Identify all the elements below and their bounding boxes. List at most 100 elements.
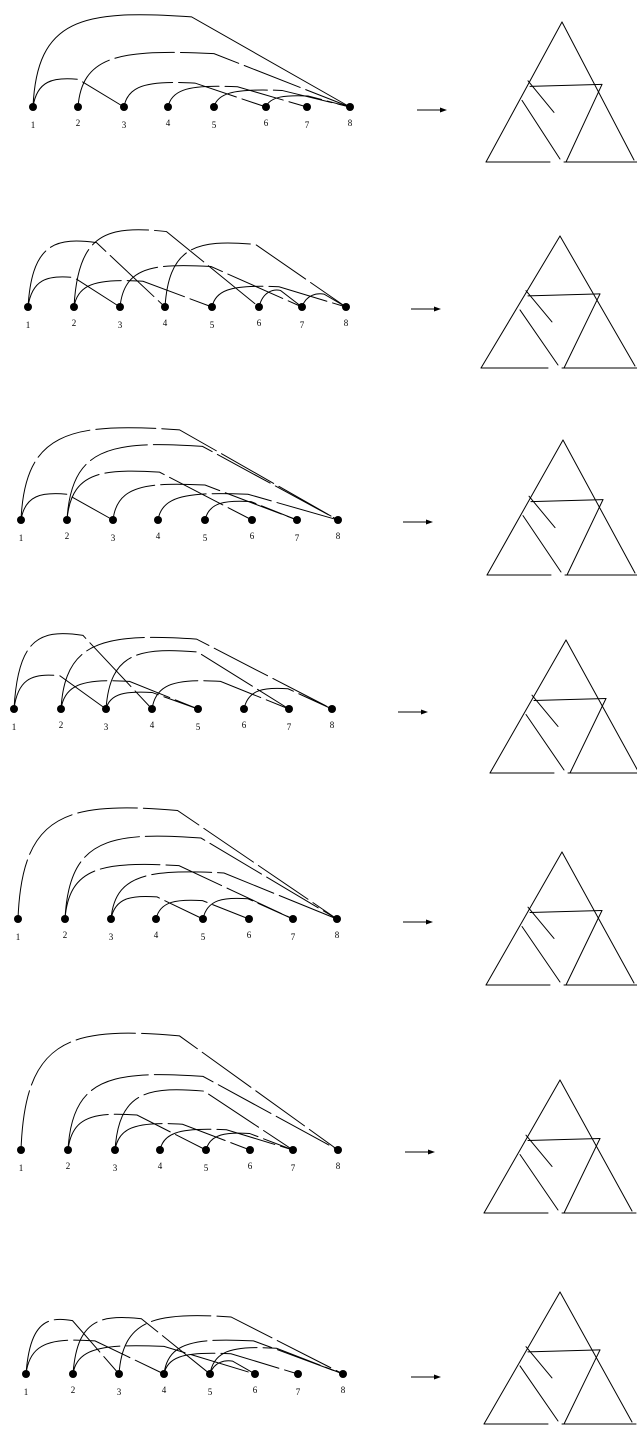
arc-edge <box>72 1345 256 1375</box>
vertex-node <box>63 516 71 524</box>
vertex-node <box>154 516 162 524</box>
triangle-knot-segment <box>485 21 563 163</box>
arrow-head-icon <box>426 919 433 925</box>
vertex-node <box>202 1146 210 1154</box>
vertex-label: 4 <box>150 720 155 730</box>
vertex-label: 6 <box>264 118 269 128</box>
triangle-knot-segment <box>530 499 604 503</box>
vertex-node <box>199 915 207 923</box>
vertex-node <box>29 103 37 111</box>
arc-edge <box>73 229 260 308</box>
vertex-label: 8 <box>336 1161 341 1171</box>
triangle-knot-segment <box>525 1134 553 1167</box>
result-triangle <box>485 21 637 163</box>
vertex-label: 5 <box>212 120 217 130</box>
vertex-node <box>194 705 202 713</box>
vertex-label: 2 <box>71 1385 76 1395</box>
vertex-label: 6 <box>250 531 255 541</box>
vertex-node <box>262 103 270 111</box>
vertex-label: 7 <box>296 1387 301 1397</box>
triangle-knot-segment <box>565 83 603 163</box>
arc-edge <box>32 14 351 108</box>
arc-edge <box>114 1123 251 1151</box>
vertex-label: 5 <box>208 1387 213 1397</box>
triangle-knot-segment <box>559 1291 633 1423</box>
vertex-node <box>245 915 253 923</box>
triangle-knot-segment <box>483 1291 561 1425</box>
vertex-label: 4 <box>162 1385 167 1395</box>
triangle-knot-segment <box>521 99 561 160</box>
arc-edge <box>67 1113 207 1151</box>
vertex-node <box>246 1146 254 1154</box>
triangle-knot-segment <box>527 293 601 297</box>
triangle-knot-segment <box>483 1079 561 1214</box>
vertex-label: 3 <box>117 1387 122 1397</box>
vertex-label: 7 <box>295 533 300 543</box>
arc-edge <box>67 1074 339 1151</box>
vertex-label: 3 <box>104 722 109 732</box>
vertex-node <box>22 1370 30 1378</box>
vertex-label: 6 <box>247 930 252 940</box>
vertex-node <box>346 103 354 111</box>
vertex-label: 4 <box>156 531 161 541</box>
vertex-label: 3 <box>113 1163 118 1173</box>
triangle-knot-segment <box>529 909 603 913</box>
vertex-label: 6 <box>253 1385 258 1395</box>
vertex-label: 2 <box>63 930 68 940</box>
arc-edge <box>73 280 213 308</box>
triangle-knot-segment <box>561 851 635 984</box>
vertex-node <box>148 705 156 713</box>
vertex-node <box>120 103 128 111</box>
triangle-knot-segment <box>531 694 559 727</box>
vertex-node <box>109 516 117 524</box>
vertex-node <box>339 1370 347 1378</box>
vertex-node <box>208 303 216 311</box>
vertex-node <box>57 705 65 713</box>
triangle-knot-segment <box>525 290 553 323</box>
triangle-knot-segment <box>480 235 561 369</box>
triangle-knot-segment <box>559 235 636 367</box>
arc-edge <box>110 895 204 920</box>
vertex-node <box>107 915 115 923</box>
vertex-label: 8 <box>348 118 353 128</box>
vertex-node <box>64 1146 72 1154</box>
vertex-label: 2 <box>59 720 64 730</box>
vertex-node <box>251 1370 259 1378</box>
vertex-label: 4 <box>154 930 159 940</box>
vertex-node <box>294 1370 302 1378</box>
triangle-knot-segment <box>528 495 556 529</box>
arrow-head-icon <box>434 1374 441 1380</box>
triangle-knot-segment <box>527 1349 601 1353</box>
vertex-label: 8 <box>341 1385 346 1395</box>
triangle-knot-segment <box>566 499 604 576</box>
vertex-label: 4 <box>158 1161 163 1171</box>
vertex-node <box>161 303 169 311</box>
vertex-node <box>334 1146 342 1154</box>
vertex-node <box>164 103 172 111</box>
vertex-node <box>334 516 342 524</box>
result-triangle <box>485 851 637 986</box>
arc-edge <box>27 276 121 308</box>
arc-edge <box>163 1352 299 1375</box>
triangle-knot-segment <box>569 697 607 774</box>
triangle-knot-segment <box>525 1346 553 1379</box>
vertex-label: 5 <box>210 320 215 330</box>
vertex-node <box>303 103 311 111</box>
arc-edge <box>119 265 303 308</box>
result-triangle <box>486 439 637 576</box>
arc-edge <box>167 85 308 108</box>
arc-edge <box>159 1128 294 1151</box>
arc-edge <box>66 470 253 521</box>
arc-edge <box>110 871 338 920</box>
vertex-label: 3 <box>118 320 123 330</box>
arc-edge <box>157 493 339 521</box>
vertex-label: 5 <box>201 932 206 942</box>
vertex-node <box>152 915 160 923</box>
vertex-node <box>285 705 293 713</box>
vertex-node <box>115 1370 123 1378</box>
vertex-label: 3 <box>111 533 116 543</box>
vertex-label: 8 <box>344 318 349 328</box>
